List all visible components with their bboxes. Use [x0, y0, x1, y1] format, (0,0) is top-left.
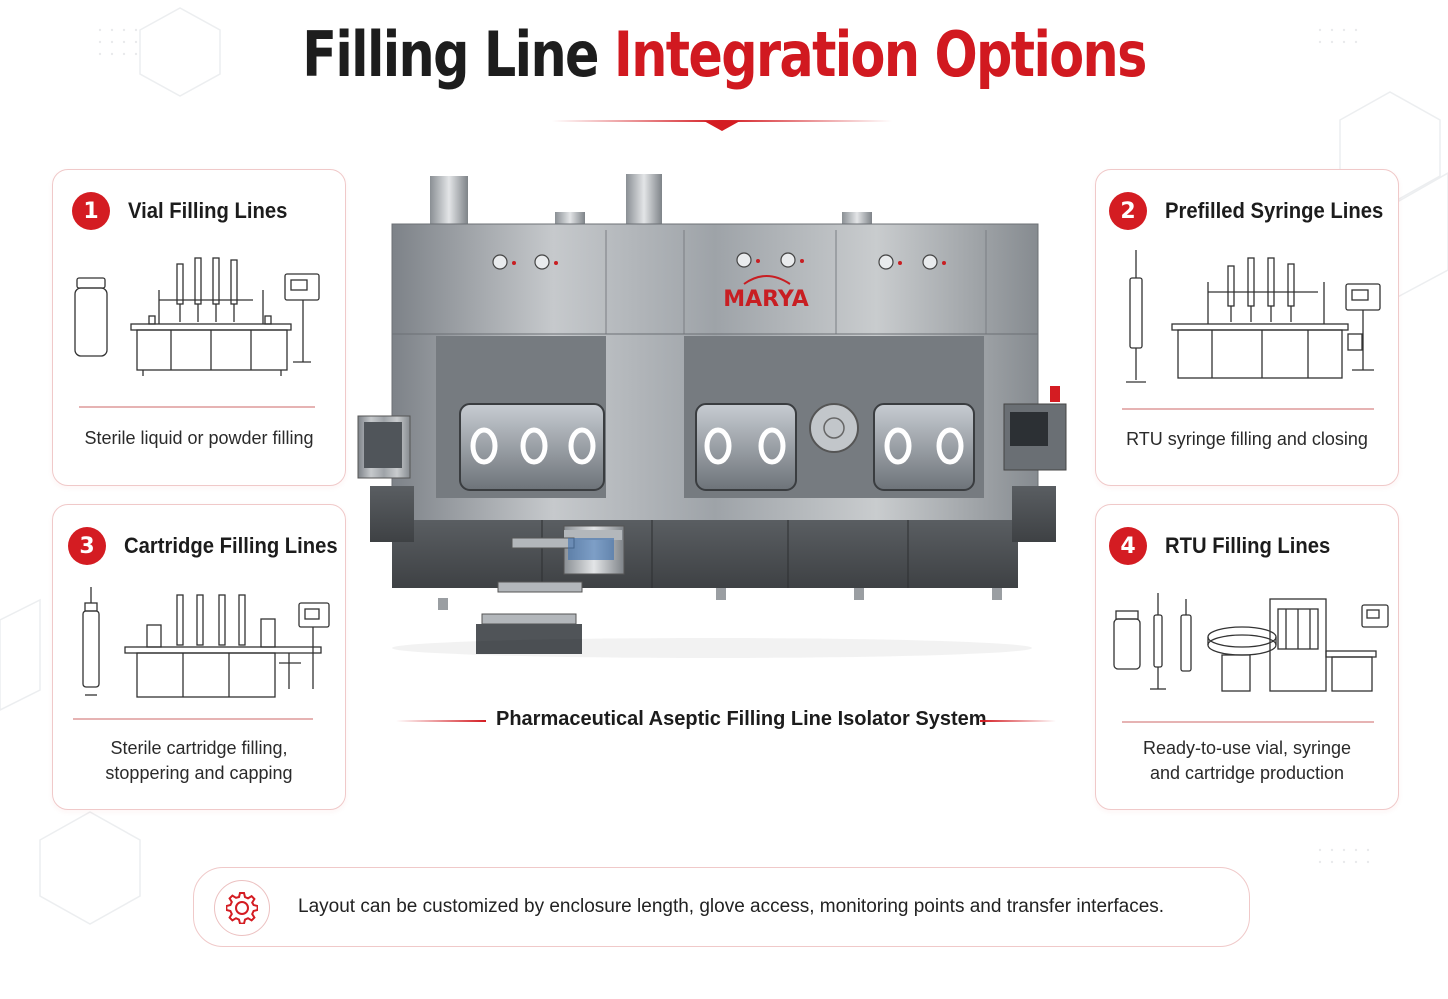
- card-vial-filling: 1 Vial Filling Lines Sterile liquid or p…: [52, 169, 346, 486]
- card-description: RTU syringe filling and closing: [1126, 429, 1368, 449]
- card-description-line: and cartridge production: [1149, 763, 1345, 783]
- card-divider: [79, 406, 315, 408]
- machine-caption: Pharmaceutical Aseptic Filling Line Isol…: [396, 704, 1056, 738]
- customization-note-text: Layout can be customized by enclosure le…: [298, 896, 1165, 917]
- card-divider: [1122, 721, 1374, 723]
- page-title-part2: Integration Options: [613, 18, 1147, 91]
- card-rtu-filling: 4 RTU Filling Lines Ready-to-use vial, s…: [1095, 504, 1399, 810]
- card-title: Prefilled Syringe Lines: [1165, 198, 1384, 223]
- card-description-line: stoppering and capping: [105, 763, 293, 783]
- machine-caption-text: Pharmaceutical Aseptic Filling Line Isol…: [496, 708, 987, 730]
- syringe-filling-machine-icon: [1126, 250, 1381, 383]
- card-prefilled-syringe: 2 Prefilled Syringe Lines RTU syringe fi…: [1095, 169, 1399, 486]
- rtu-filling-machine-icon: [1113, 593, 1389, 692]
- card-title: RTU Filling Lines: [1165, 533, 1331, 558]
- isolator-machine-image: MARYA: [357, 174, 1067, 658]
- card-title: Vial Filling Lines: [128, 198, 288, 223]
- caption-line-left: [396, 720, 486, 722]
- cartridge-filling-machine-icon: [82, 587, 330, 698]
- card-number-badge: 4: [1109, 527, 1147, 565]
- card-description-line: Sterile cartridge filling,: [110, 738, 288, 758]
- vial-filling-machine-icon: [74, 257, 320, 376]
- customization-note: Layout can be customized by enclosure le…: [193, 867, 1250, 947]
- card-description-line: Ready-to-use vial, syringe: [1142, 738, 1352, 758]
- card-divider: [1122, 408, 1374, 410]
- page-title-part1: Filling Line: [302, 18, 599, 91]
- title-divider-arrow: [552, 120, 892, 131]
- card-cartridge-filling: 3 Cartridge Filling Lines Sterile cartri…: [52, 504, 346, 810]
- card-number-badge: 1: [72, 192, 110, 230]
- gear-icon: [214, 880, 270, 936]
- card-description: Ready-to-use vial, syringe and cartridge…: [1096, 736, 1398, 786]
- card-divider: [73, 718, 313, 720]
- page-title: Filling Line Integration Options: [130, 18, 1317, 91]
- card-number-badge: 3: [68, 527, 106, 565]
- card-description: Sterile cartridge filling, stoppering an…: [53, 736, 345, 786]
- card-description: Sterile liquid or powder filling: [84, 428, 314, 448]
- machine-brand-logo: MARYA: [723, 287, 809, 312]
- card-number-badge: 2: [1109, 192, 1147, 230]
- caption-line-right: [980, 720, 1056, 722]
- card-title: Cartridge Filling Lines: [124, 533, 338, 558]
